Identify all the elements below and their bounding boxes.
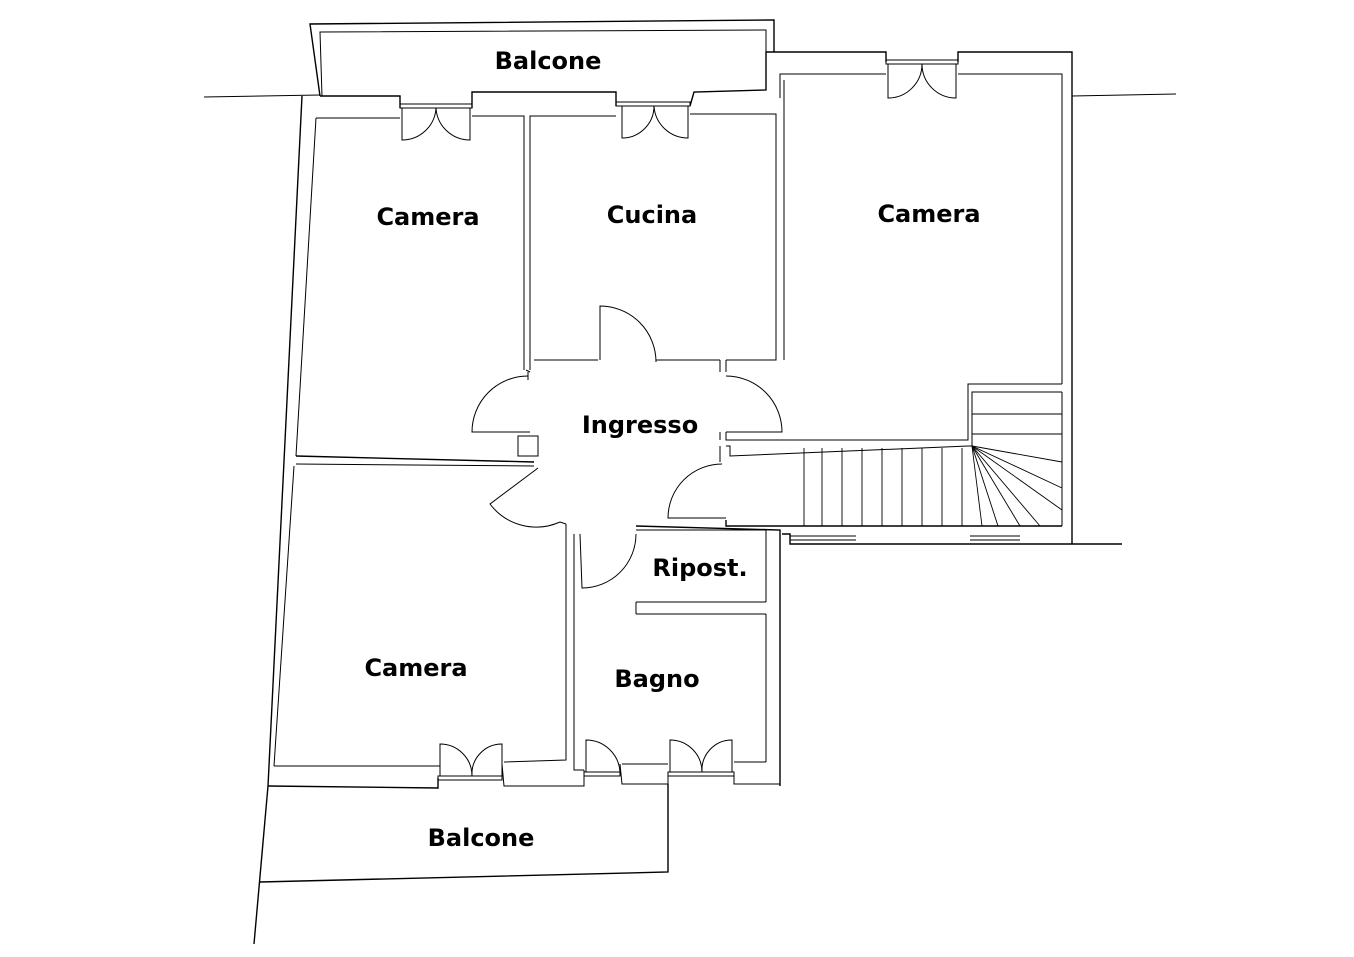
door-stair — [667, 463, 726, 519]
door-camera-nw — [471, 375, 530, 433]
exterior-walls — [253, 51, 1177, 945]
window-nw — [399, 103, 473, 141]
door-bagno — [579, 533, 637, 589]
window-cucina — [615, 101, 691, 139]
door-camera-sw — [489, 467, 561, 528]
door-camera-ne — [725, 375, 783, 433]
staircase — [803, 413, 1063, 527]
window-bagno-right — [667, 739, 735, 777]
room-label-ripostiglio: Ripost. — [652, 554, 748, 582]
window-sw — [437, 743, 503, 781]
door-cucina — [599, 305, 657, 363]
window-ne — [885, 59, 959, 99]
room-label-camera-ne: Camera — [877, 200, 981, 228]
room-label-balcone-bottom: Balcone — [427, 824, 535, 852]
room-label-ingresso: Ingresso — [581, 411, 699, 439]
room-label-balcone-top: Balcone — [494, 47, 602, 75]
room-label-cucina: Cucina — [606, 201, 698, 229]
room-label-bagno: Bagno — [614, 665, 700, 693]
balcony-top-outline — [203, 19, 775, 98]
window-bagno-left — [583, 739, 621, 777]
room-label-camera-nw: Camera — [376, 203, 480, 231]
room-label-camera-sw: Camera — [364, 654, 468, 682]
balcony-bottom-outline — [259, 784, 669, 883]
